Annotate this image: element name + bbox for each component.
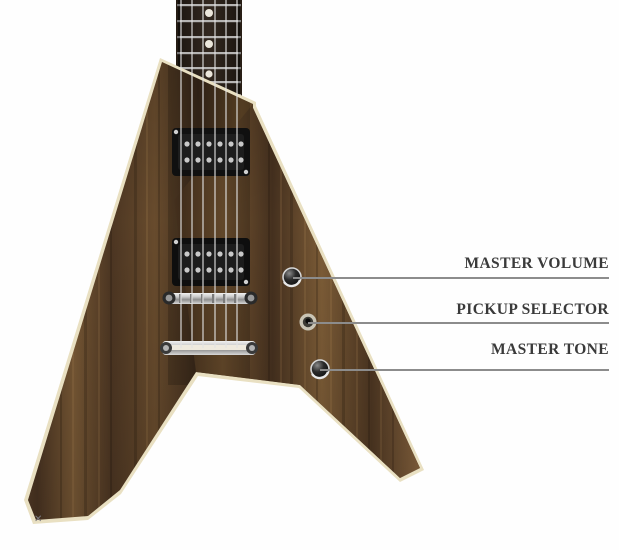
strings: [180, 0, 238, 348]
leader-line-pickup-selector: [308, 322, 609, 324]
callout-label-pickup-selector: PICKUP SELECTOR: [456, 301, 609, 318]
callout-label-master-tone: MASTER TONE: [491, 341, 609, 358]
bridge: [162, 291, 258, 305]
watermark-speck: ✕: [34, 514, 43, 525]
tailpiece: [160, 341, 258, 355]
callout-label-master-volume: MASTER VOLUME: [464, 255, 609, 272]
leader-line-master-tone: [320, 369, 609, 371]
neck-and-fretboard: [176, 0, 242, 136]
leader-line-master-volume: [293, 277, 609, 279]
